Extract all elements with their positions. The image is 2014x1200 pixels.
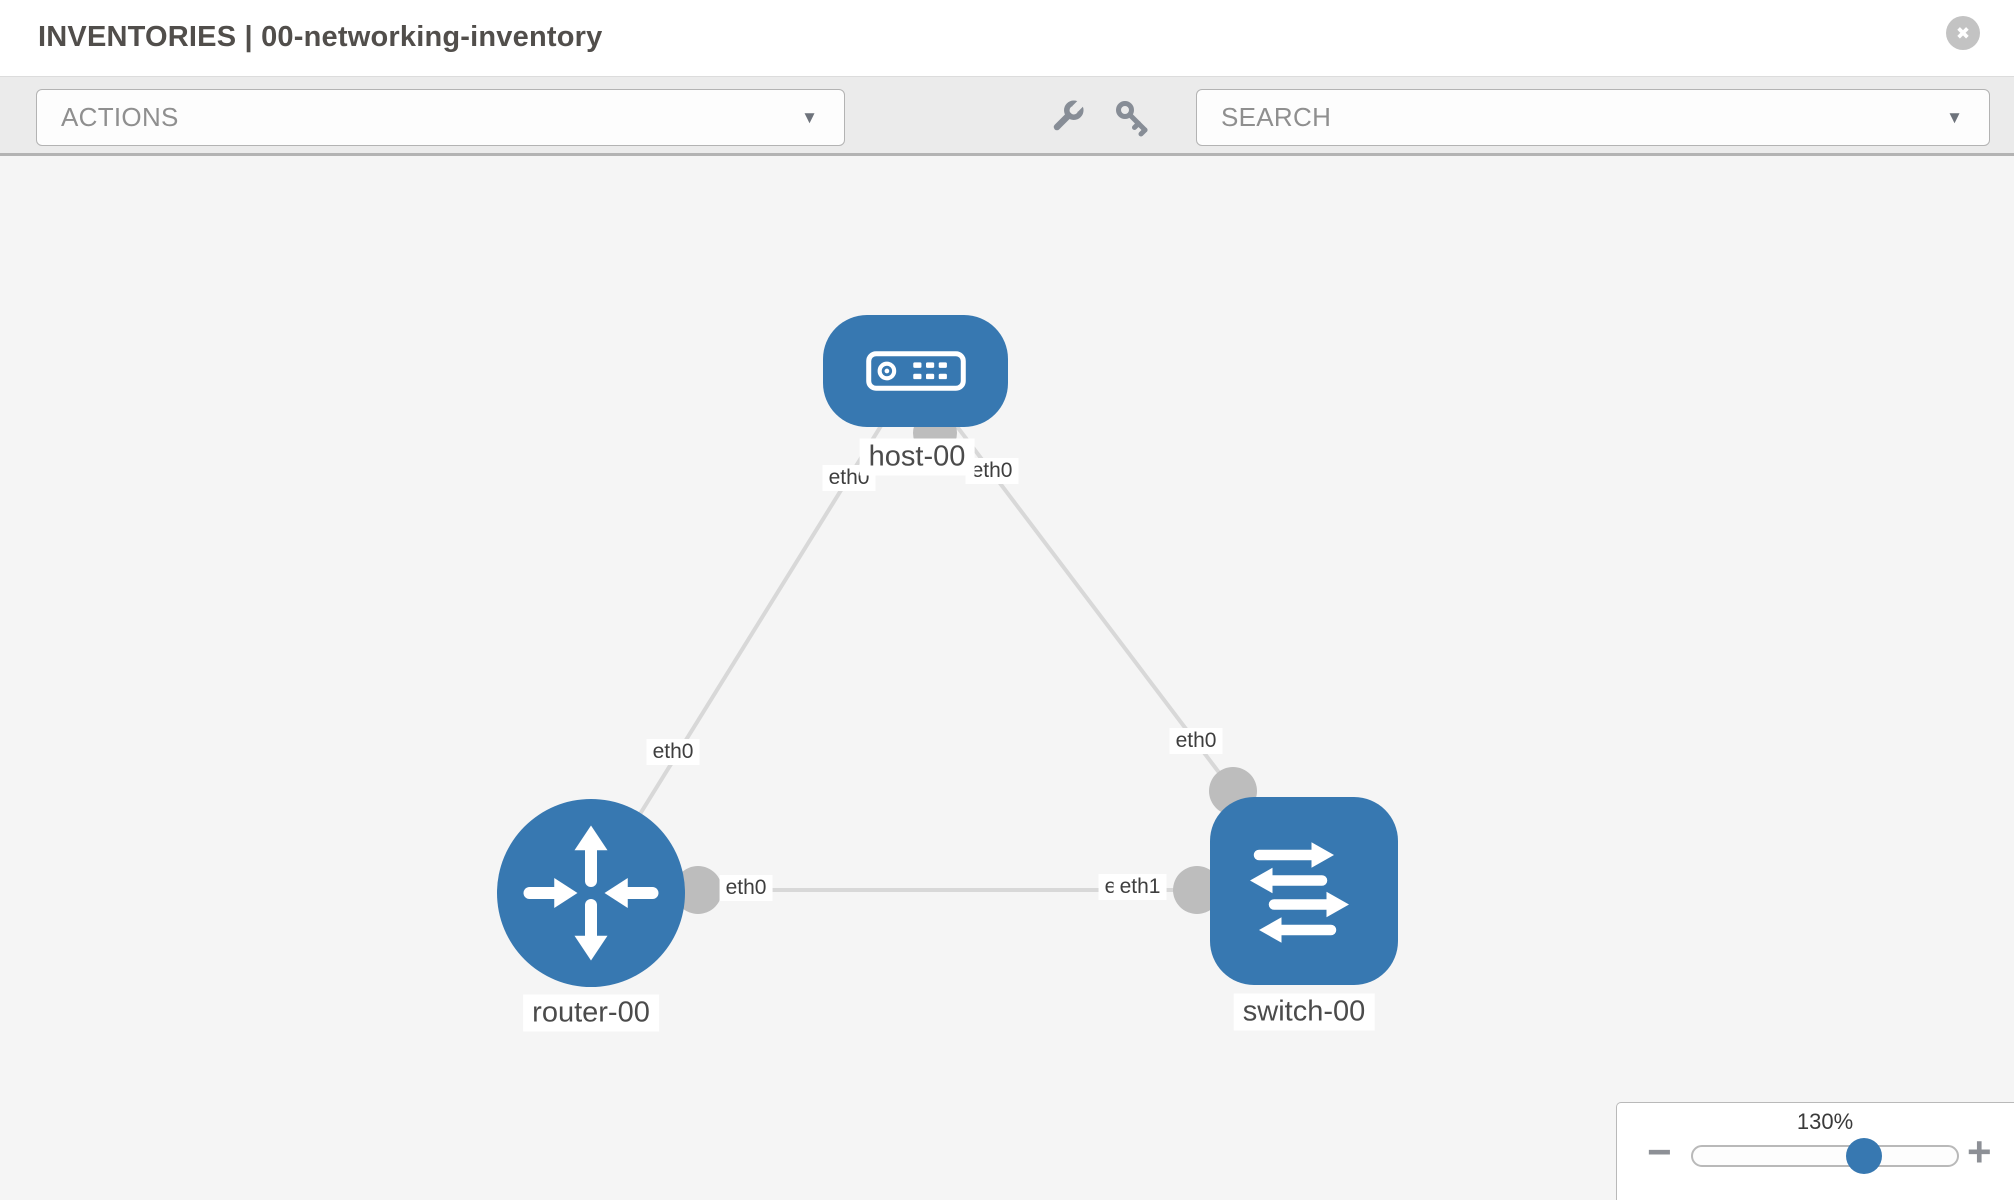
node-router-00[interactable]	[497, 799, 685, 987]
interface-label: eth0	[1169, 728, 1223, 754]
interface-label: eth0	[646, 739, 700, 765]
header: INVENTORIES | 00-networking-inventory ✖	[0, 0, 2014, 76]
zoom-out-button[interactable]: −	[1647, 1128, 1672, 1175]
node-label-host-00: host-00	[859, 438, 975, 476]
search-dropdown[interactable]: SEARCH ▼	[1196, 89, 1990, 146]
wrench-icon	[1053, 99, 1085, 131]
actions-dropdown-label: ACTIONS	[61, 102, 179, 132]
switch-icon	[1250, 842, 1349, 943]
node-label-switch-00: switch-00	[1233, 993, 1375, 1031]
node-label-router-00: router-00	[523, 994, 659, 1032]
key-icon	[1116, 101, 1148, 137]
zoom-slider-track[interactable]	[1691, 1145, 1959, 1167]
zoom-in-button[interactable]: +	[1967, 1128, 1992, 1175]
interface-label: eth0	[719, 875, 773, 901]
host-icon	[865, 351, 966, 391]
topology-links-layer	[589, 369, 1260, 914]
zoom-slider-thumb[interactable]	[1846, 1138, 1882, 1174]
close-icon: ✖	[1955, 23, 1971, 43]
close-button[interactable]: ✖	[1946, 16, 1980, 50]
interface-label: eth0	[965, 458, 1019, 484]
node-host-00[interactable]	[823, 315, 1008, 427]
search-dropdown-label: SEARCH	[1221, 102, 1332, 132]
topology-canvas[interactable]: eth0 eth0 eth0 eth0 eth0 eth0 eth1 host-…	[0, 156, 2014, 1200]
page-title: INVENTORIES | 00-networking-inventory	[38, 21, 603, 53]
credentials-button[interactable]	[1111, 96, 1155, 140]
router-icon	[523, 825, 659, 961]
chevron-down-icon: ▼	[1946, 107, 1963, 127]
configure-button[interactable]	[1044, 96, 1088, 140]
interface-stub-router-right	[674, 866, 722, 914]
interface-label: eth1	[1113, 874, 1167, 900]
toolbar: ACTIONS ▼ SEAR	[0, 76, 2014, 156]
node-switch-00[interactable]	[1210, 797, 1398, 985]
chevron-down-icon: ▼	[801, 107, 818, 127]
interface-stub-switch-left	[1173, 866, 1221, 914]
zoom-control-panel: 130% − +	[1616, 1102, 2014, 1200]
zoom-level-value: 130%	[1796, 1109, 1854, 1134]
actions-dropdown[interactable]: ACTIONS ▼	[36, 89, 845, 146]
